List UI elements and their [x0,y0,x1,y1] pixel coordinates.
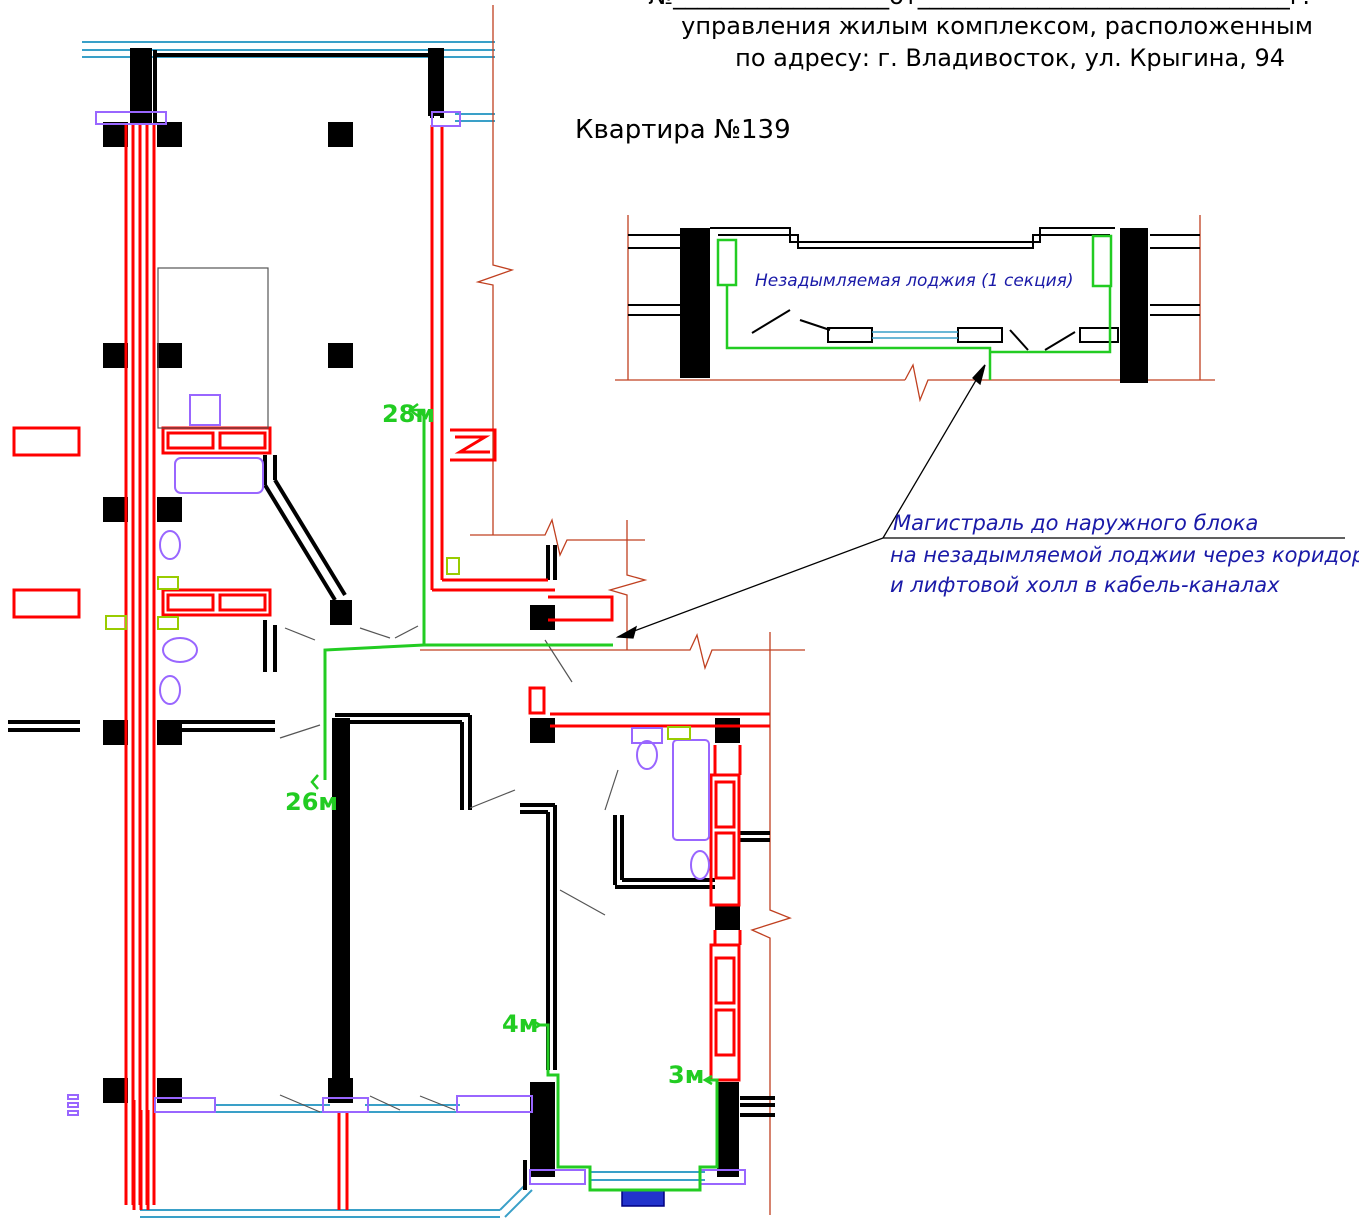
wall-end-block [330,600,352,625]
bearing-wall-bottom-right [717,1082,739,1177]
route-note-line3: и лифтовой холл в кабель-каналах [890,573,1280,597]
red-partitions [12,125,770,1210]
loggia-label: Незадымляемая лоджия (1 секция) [755,271,1074,291]
sink-icon [189,394,221,426]
outdoor-unit-marker [621,1189,665,1207]
plumbing-fixtures [67,111,746,1185]
outlet-markers [105,557,691,740]
washbasin-icon [159,675,181,705]
cable-length-bottom-middle: 4м [502,1010,538,1038]
apartment-title: Квартира №139 [575,115,791,145]
cable-length-bottom-right: 3м [668,1061,704,1089]
header-line-management: управления жилым комплексом, расположенн… [681,12,1313,40]
exterior-walls [8,50,775,1190]
structural-columns [103,48,740,1103]
sink-icon-2 [631,727,663,744]
toilet-icon-3 [636,740,658,770]
door-swings [157,267,619,1113]
break-lines [420,5,805,1215]
interior-bearing-wall [332,718,350,1083]
cable-length-upper-left: 28м [382,400,435,428]
bathtub-icon [174,457,264,494]
toilet-icon [159,530,181,560]
bearing-wall-bottom-left [530,1082,555,1177]
toilet-icon-2 [162,637,198,663]
cable-length-left: 26м [285,788,338,816]
route-note-line1: Магистраль до наружного блока [893,511,1258,535]
route-note-line2: на незадымляемой лоджии через коридор [890,543,1359,567]
washbasin-icon-2 [690,850,710,880]
header-line-address: по адресу: г. Владивосток, ул. Крыгина, … [735,44,1285,72]
bathtub-icon-2 [672,739,710,841]
cable-arrow-heads [310,403,713,1086]
note-leaders [615,364,1345,639]
loggia-inset: Незадымляемая лоджия (1 секция) [615,215,1215,403]
document-number-line: №__________________от___________________… [648,0,1310,10]
cable-route [323,410,719,1192]
